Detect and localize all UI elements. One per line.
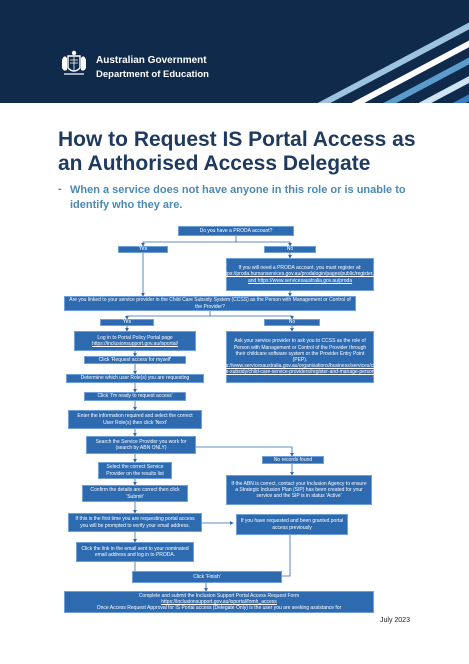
step-text: Click 'Finish' <box>193 573 221 580</box>
step-text: Search the Service Provider you work for… <box>95 438 187 451</box>
login-portal-box: Log in to Portal Policy Portal page http… <box>74 331 196 351</box>
yes-branch-label: Yes <box>100 319 154 326</box>
step-text: Click 'I'm ready to request access' <box>97 393 173 400</box>
first-time-text: If this is the first time you are reques… <box>75 516 195 529</box>
step-text: Determine which user Role(s) you are req… <box>80 375 190 382</box>
step-text: Confirm the details are correct then cli… <box>90 487 180 500</box>
org-department: Department of Education <box>96 69 209 80</box>
register-link[interactable]: https://proda.humanservices.gov.au/proda… <box>221 271 379 284</box>
question-text: Do you have a PRODA account? <box>199 227 273 234</box>
already-granted-box: If you have requested and been granted p… <box>236 514 348 535</box>
register-text: If you will need a PRODA account, you mu… <box>238 265 362 272</box>
no-branch-label: No <box>264 246 316 253</box>
document-date: July 2023 <box>380 617 410 624</box>
already-granted-text: If you have requested and been granted p… <box>240 518 344 531</box>
first-time-verify-box: If this is the first time you are reques… <box>68 513 202 532</box>
page-subtitle: When a service does not have anyone in t… <box>70 184 406 211</box>
step-text: Click the link in the email sent to your… <box>81 545 189 558</box>
no-branch-label: No <box>264 319 320 326</box>
step-text: Select the correct Service Provider on t… <box>106 464 164 477</box>
step-text: Click 'Request access for myself' <box>98 356 172 363</box>
ask-provider-text: Ask your service provider to ask you to … <box>233 338 367 363</box>
subtitle-dash: - <box>58 183 62 195</box>
step-search-provider: Search the Service Provider you work for… <box>86 436 196 454</box>
header-banner: Australian Government Department of Educ… <box>0 0 469 103</box>
step-determine-role: Determine which user Role(s) you are req… <box>66 374 204 383</box>
no-records-found: No records found <box>262 456 324 464</box>
coat-of-arms-icon <box>62 50 86 75</box>
yes-text: Yes <box>138 246 148 253</box>
yes-branch-label: Yes <box>118 246 168 253</box>
complete-note: Once Access Request Approval for IS Port… <box>96 605 342 612</box>
step-select-provider: Select the correct Service Provider on t… <box>98 462 172 479</box>
step-text: Enter the information required and selec… <box>77 413 193 426</box>
step-request-access: Click 'Request access for myself' <box>84 356 186 364</box>
yes-text: Yes <box>122 319 132 326</box>
question-proda-account: Do you have a PRODA account? <box>178 226 294 236</box>
contact-inclusion-agency-box: If the ABN is correct, contact your Incl… <box>226 475 372 505</box>
step-email-verify: Click the link in the email sent to your… <box>76 542 194 562</box>
question-provider-link: Are you linked to your service provider … <box>64 296 356 311</box>
ask-provider-link[interactable]: https://www.servicesaustralia.gov.au/org… <box>217 363 383 376</box>
step-ready: Click 'I'm ready to request access' <box>84 392 186 401</box>
complete-link[interactable]: https://inclusionsupport.gov.au/isportal… <box>161 598 277 605</box>
no-records-text: No records found <box>273 456 313 463</box>
org-name: Australian Government <box>96 55 207 66</box>
contact-agency-text: If the ABN is correct, contact your Incl… <box>231 480 367 500</box>
no-text: No <box>288 319 296 326</box>
register-proda-box: If you will need a PRODA account, you mu… <box>221 258 379 291</box>
complete-text: Complete and submit the Inclusion Suppor… <box>138 592 300 599</box>
complete-request-form-box: Complete and submit the Inclusion Suppor… <box>64 591 374 613</box>
login-link[interactable]: https://inclusionsupport.gov.au/isportal… <box>91 341 179 347</box>
login-text: Log in to Portal Policy Portal page <box>97 334 173 341</box>
step-confirm-submit: Confirm the details are correct then cli… <box>82 485 188 502</box>
ask-provider-box: Ask your service provider to ask you to … <box>217 331 383 383</box>
no-text: No <box>286 246 294 253</box>
step-finish: Click 'Finish' <box>132 571 282 583</box>
page-title: How to Request IS Portal Access as an Au… <box>58 128 416 175</box>
step-enter-info: Enter the information required and selec… <box>68 410 202 429</box>
question-text: Are you linked to your service provider … <box>69 297 351 310</box>
